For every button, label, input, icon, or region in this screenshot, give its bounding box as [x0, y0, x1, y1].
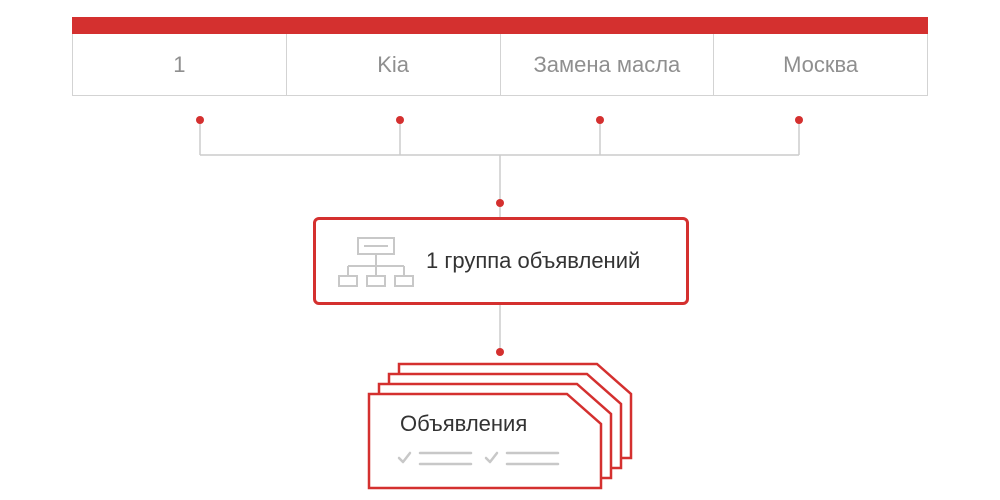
ad-group-label: 1 группа объявлений — [426, 248, 641, 273]
parameter-cell-1: 1 — [73, 34, 287, 95]
connector-dot-group — [496, 199, 504, 207]
connector-dot-3 — [596, 116, 604, 124]
connector-dot-4 — [795, 116, 803, 124]
parameter-cell-4: Москва — [783, 51, 859, 77]
checklist-lines — [397, 451, 560, 466]
header-accent-bar — [72, 17, 928, 34]
ads-label: Объявления — [400, 411, 528, 436]
stacked-documents-icon — [367, 362, 633, 490]
document-front — [367, 392, 603, 490]
connector-dot-ads — [496, 348, 504, 356]
connector-dot-2 — [396, 116, 404, 124]
check-icon-2 — [484, 451, 499, 464]
check-icon-1 — [397, 451, 412, 464]
ad-group-box: 1 группа объявлений — [313, 217, 689, 305]
parameter-cell-3: Замена масла — [501, 34, 715, 95]
connector-dot-1 — [196, 116, 204, 124]
parameter-table: 1 Kia Замена масла Москва — [72, 34, 928, 96]
hierarchy-icon — [338, 237, 414, 287]
parameter-cell-2: Kia — [287, 34, 501, 95]
